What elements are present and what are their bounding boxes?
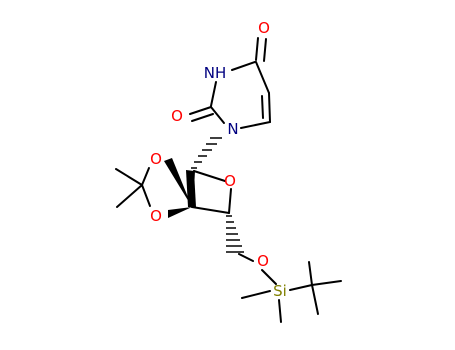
- bond-c5-o5: [238, 253, 254, 262]
- bond-cme2-me2: [116, 184, 143, 208]
- bond-c2-n1: [210, 106, 225, 124]
- bond-c2-o2-double: [191, 113, 214, 122]
- bond-c4-o4-double: [263, 38, 267, 62]
- bond-c4-c3: [191, 206, 230, 214]
- bond-n1-c6: [240, 121, 271, 129]
- atom-ring-o-label: O: [224, 172, 236, 190]
- bond-c4-c5: [255, 61, 270, 94]
- bond-si-me-down: [278, 299, 282, 323]
- wedge-c3-ob: [168, 207, 192, 218]
- atom-o5-label: O: [257, 252, 269, 270]
- wedge-c2-oa: [164, 158, 192, 207]
- wedge-c1-c2: [186, 170, 196, 207]
- bond-n3-c2: [210, 81, 217, 107]
- bond-o4r-c4: [228, 188, 232, 214]
- hashed-bonds: [191, 137, 244, 253]
- bond-si-cq: [289, 284, 313, 291]
- atom-o4-label: O: [258, 19, 270, 37]
- atom-n3-label: NH: [204, 64, 227, 82]
- bond-c2-o2: [189, 106, 212, 115]
- bond-c6-c5-double: [261, 95, 264, 119]
- wedge-bonds: [164, 158, 196, 218]
- atom-ob-label: O: [150, 207, 162, 225]
- atom-oa-label: O: [150, 150, 162, 168]
- bond-cq-me-up: [308, 261, 313, 286]
- bond-cq-me-down: [311, 284, 319, 315]
- atom-si-label: Si: [273, 282, 287, 300]
- bond-cme2-oa: [141, 167, 150, 186]
- bond-cme2-me1: [115, 168, 143, 186]
- bond-c4-o4: [255, 37, 259, 61]
- bond-c4-n3: [231, 61, 256, 71]
- bond-o5-si: [261, 269, 277, 285]
- bond-cq-me-right: [311, 280, 342, 286]
- bond-si-me-left: [241, 290, 271, 299]
- bond-c1-o4r: [193, 170, 226, 182]
- atom-labels: O NH O N O O O O Si: [150, 19, 287, 300]
- bond-c6-c5: [268, 92, 271, 123]
- bond-cme2-ob: [141, 184, 151, 207]
- atom-n1-label: N: [227, 120, 238, 138]
- atom-o2-label: O: [171, 107, 183, 125]
